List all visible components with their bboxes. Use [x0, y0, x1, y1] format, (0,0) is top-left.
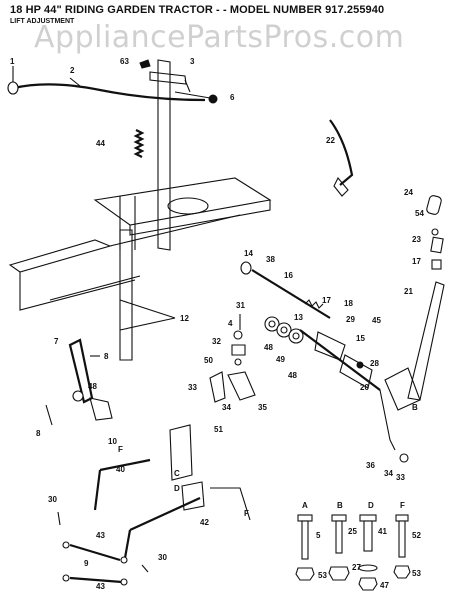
callout-21: 21: [404, 287, 413, 296]
callout-48-a: 48: [264, 343, 273, 352]
callout-f-lower: F: [244, 509, 249, 518]
hardware-letter-a: A: [302, 501, 308, 510]
callout-31: 31: [236, 301, 245, 310]
hardware-letter-b: B: [337, 501, 343, 510]
lower-links: [93, 424, 251, 559]
lift-rod: [7, 66, 206, 102]
callout-50: 50: [204, 356, 213, 365]
callout-48-b: 48: [288, 371, 297, 380]
callout-2: 2: [70, 66, 75, 75]
handle-knob: [7, 81, 19, 95]
callout-36: 36: [366, 461, 375, 470]
callout-15: 15: [356, 334, 365, 343]
callout-6: 6: [230, 93, 235, 102]
hardware-label-53-a: 53: [318, 571, 327, 580]
callout-43-bottom: 43: [96, 582, 105, 591]
hardware-label-5: 5: [316, 531, 321, 540]
chain-links: [57, 511, 149, 586]
callout-22: 22: [326, 136, 335, 145]
callout-b: B: [412, 403, 418, 412]
callout-d: D: [174, 484, 180, 493]
callouts: 1 2 63 3 6 44 22 24 54 23 17 14 38 16 21…: [10, 57, 424, 591]
callout-40: 40: [116, 465, 125, 474]
callout-32: 32: [212, 337, 221, 346]
hardware-label-47: 47: [380, 581, 389, 590]
callout-17-top: 17: [412, 257, 421, 266]
lever-21: [384, 281, 445, 411]
callout-18: 18: [344, 299, 353, 308]
hardware-label-52: 52: [412, 531, 421, 540]
small-parts-cluster: [209, 314, 256, 403]
callout-14: 14: [244, 249, 253, 258]
callout-63: 63: [120, 57, 129, 66]
lift-shaft-20: [299, 329, 409, 463]
diagram-title: 18 HP 44" RIDING GARDEN TRACTOR - - MODE…: [10, 4, 385, 16]
hardware-letter-f: F: [400, 501, 405, 510]
callout-9: 9: [84, 559, 89, 568]
callout-49: 49: [276, 355, 285, 364]
washer-row: [264, 316, 304, 344]
rod-22: [329, 119, 354, 197]
callout-16: 16: [284, 271, 293, 280]
callout-38: 38: [266, 255, 275, 264]
callout-29: 29: [346, 315, 355, 324]
callout-42: 42: [200, 518, 209, 527]
hardware-legend: A B D F 5 53 25 27 41 47 52 53: [295, 501, 421, 591]
callout-c: C: [174, 469, 180, 478]
callout-4: 4: [228, 319, 233, 328]
callout-1: 1: [10, 57, 15, 66]
callout-30-right: 30: [158, 553, 167, 562]
callout-35: 35: [258, 403, 267, 412]
lift-arm-assembly: [139, 59, 218, 251]
callout-33-right: 33: [396, 473, 405, 482]
hardware-letter-d: D: [368, 501, 374, 510]
callout-8-bottom: 8: [36, 429, 41, 438]
hardware-label-41: 41: [378, 527, 387, 536]
callout-20: 20: [360, 383, 369, 392]
handle-grip-stack: [426, 195, 444, 270]
bracket-12: [119, 229, 176, 361]
callout-13: 13: [294, 313, 303, 322]
spring-44: [133, 129, 145, 158]
callout-7: 7: [54, 337, 59, 346]
callout-33-left: 33: [188, 383, 197, 392]
callout-43-top: 43: [96, 531, 105, 540]
callout-45: 45: [372, 316, 381, 325]
watermark: AppliancePartsPros.com: [34, 20, 405, 55]
callout-48-c: 48: [88, 382, 97, 391]
callout-44: 44: [96, 139, 105, 148]
hardware-label-25: 25: [348, 527, 357, 536]
hardware-label-27: 27: [352, 563, 361, 572]
callout-10: 10: [108, 437, 117, 446]
callout-8-top: 8: [104, 352, 109, 361]
callout-28: 28: [370, 359, 379, 368]
callout-12: 12: [180, 314, 189, 323]
hardware-label-53-b: 53: [412, 569, 421, 578]
callout-51: 51: [214, 425, 223, 434]
callout-24: 24: [404, 188, 413, 197]
callout-17: 17: [322, 296, 331, 305]
diagram-subtitle: LIFT ADJUSTMENT: [10, 18, 75, 25]
callout-34-right: 34: [384, 469, 393, 478]
link-7: [45, 338, 113, 426]
callout-34-left: 34: [222, 403, 231, 412]
callout-23: 23: [412, 235, 421, 244]
callout-3: 3: [190, 57, 195, 66]
chassis-frame: [8, 177, 272, 311]
callout-30-left: 30: [48, 495, 57, 504]
adjusting-rod-16: [240, 261, 331, 319]
callout-54: 54: [415, 209, 424, 218]
callout-f-upper: F: [118, 445, 123, 454]
